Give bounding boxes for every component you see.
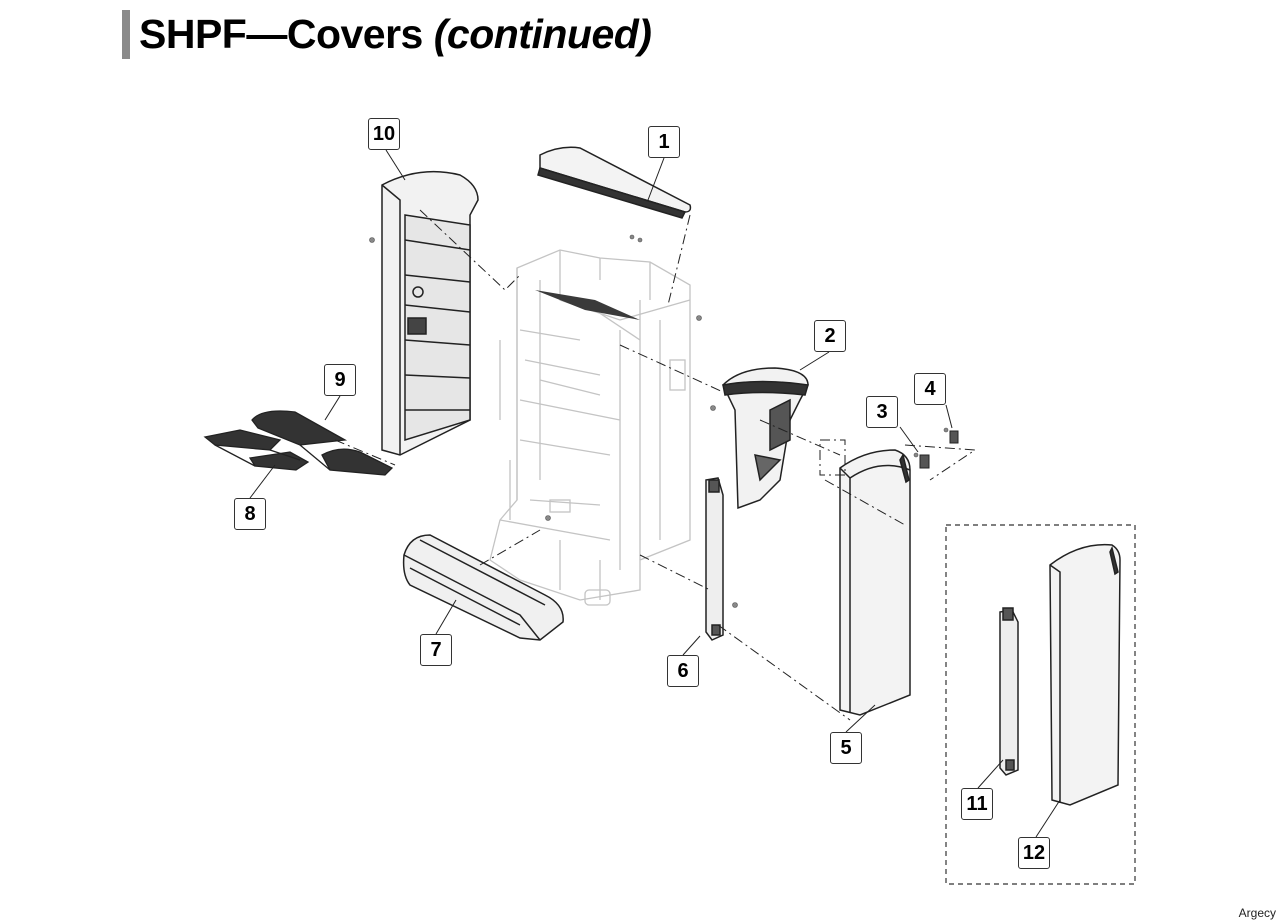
part-7-bottom-cover bbox=[402, 534, 564, 641]
title-accent-bar bbox=[122, 10, 130, 59]
callout-8: 8 bbox=[234, 498, 266, 530]
part-11-rail bbox=[999, 607, 1019, 776]
part-1-top-cover bbox=[537, 146, 692, 219]
title-suffix: (continued) bbox=[433, 11, 652, 57]
part-8-tray bbox=[203, 429, 310, 471]
callout-5: 5 bbox=[830, 732, 862, 764]
part-9-tray bbox=[251, 410, 394, 476]
callout-4: 4 bbox=[914, 373, 946, 405]
callout-7: 7 bbox=[420, 634, 452, 666]
leader-lines bbox=[249, 149, 1061, 838]
assembly-lines bbox=[334, 209, 977, 721]
callout-12: 12 bbox=[1018, 837, 1050, 869]
callout-11: 11 bbox=[961, 788, 993, 820]
screws bbox=[369, 234, 949, 608]
part-5-front-right-cover bbox=[839, 449, 911, 716]
callout-1: 1 bbox=[648, 126, 680, 158]
callout-6: 6 bbox=[667, 655, 699, 687]
part-12-cover bbox=[1049, 543, 1121, 806]
part-3-clip bbox=[919, 454, 930, 469]
callout-9: 9 bbox=[324, 364, 356, 396]
part-4-clip bbox=[949, 430, 959, 444]
callout-2: 2 bbox=[814, 320, 846, 352]
alternate-parts-box bbox=[945, 524, 1136, 885]
source-credit: Argecy bbox=[1238, 906, 1276, 920]
part-10-left-cover bbox=[381, 170, 479, 456]
title-main: SHPF—Covers bbox=[139, 11, 434, 57]
callout-10: 10 bbox=[368, 118, 400, 150]
frame-guide-bar bbox=[535, 290, 640, 320]
callout-3: 3 bbox=[866, 396, 898, 428]
page-title: SHPF—Covers (continued) bbox=[139, 8, 652, 60]
part-2-right-upper-cover bbox=[722, 367, 809, 510]
finisher-frame bbox=[489, 249, 691, 606]
part-6-vertical-rail bbox=[705, 477, 724, 641]
